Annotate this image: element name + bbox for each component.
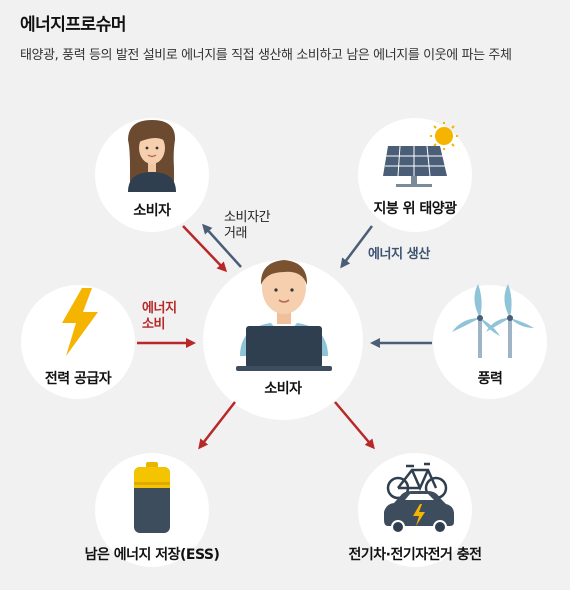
electric-car-icon bbox=[384, 491, 454, 534]
ess-label: 남은 에너지 저장(ESS) bbox=[84, 547, 220, 563]
battery-icon bbox=[134, 462, 170, 533]
ev-label: 전기차·전기자전거 충전 bbox=[348, 547, 483, 563]
consumption-label-line1: 에너지 bbox=[142, 301, 177, 316]
supplier-node bbox=[21, 285, 135, 399]
production-label: 에너지 생산 bbox=[368, 247, 430, 262]
solar-label: 지붕 위 태양광 bbox=[373, 201, 457, 217]
supplier-label: 전력 공급자 bbox=[44, 371, 112, 387]
trade-label-line2: 거래 bbox=[224, 226, 248, 241]
consumer-man-laptop-icon bbox=[236, 260, 332, 371]
consumption-label-line2: 소비 bbox=[142, 317, 166, 332]
arrow-solar-to-center bbox=[340, 225, 373, 269]
arrow-top-to-center bbox=[182, 225, 228, 273]
arrow-center-to-top bbox=[201, 223, 242, 268]
arrow-center-to-ess bbox=[198, 401, 236, 450]
page-title: 에너지프로슈머 bbox=[20, 15, 126, 35]
arrow-center-to-ev bbox=[334, 401, 375, 450]
consumption-label: 에너지 소비 bbox=[142, 301, 177, 333]
consumer-top-label: 소비자 bbox=[133, 203, 171, 219]
wind-label: 풍력 bbox=[477, 371, 503, 387]
wind-turbine-icon bbox=[452, 284, 534, 358]
trade-label-line1: 소비자간 bbox=[224, 210, 271, 225]
page-description: 태양광, 풍력 등의 발전 설비로 에너지를 직접 생산해 소비하고 남은 에너… bbox=[20, 48, 512, 63]
trade-label: 소비자간 거래 bbox=[224, 210, 271, 242]
consumer-woman-icon bbox=[128, 120, 176, 192]
solar-panel-icon bbox=[383, 122, 458, 187]
lightning-icon bbox=[62, 288, 98, 356]
center-consumer-label: 소비자 bbox=[264, 381, 302, 397]
wind-node bbox=[433, 285, 547, 399]
